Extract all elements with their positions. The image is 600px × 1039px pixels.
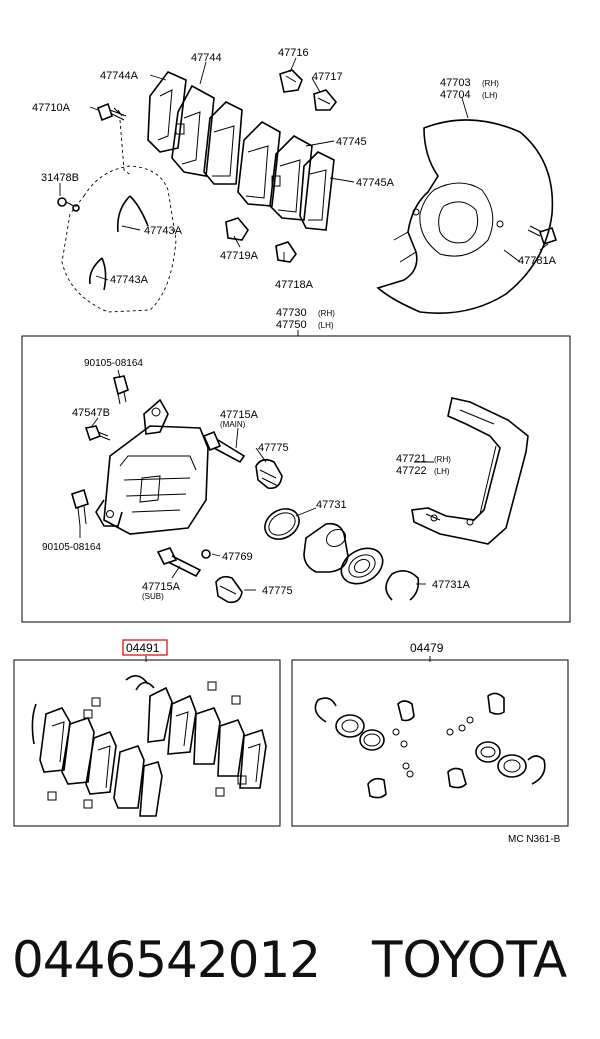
bolt-47710a <box>97 102 113 122</box>
reference-code: MC N361-B <box>508 834 561 845</box>
bolt-47781a <box>538 226 558 246</box>
label-47715a-sub: 47715A <box>142 581 181 593</box>
label-47743a-1: 47743A <box>144 225 183 237</box>
label-47743a-2: 47743A <box>110 274 149 286</box>
seal-kit-contents <box>314 692 546 799</box>
label-47745a: 47745A <box>356 177 395 189</box>
label-47744: 47744 <box>191 52 222 64</box>
anchor-plate-outline <box>61 165 177 313</box>
wire-47743a-1 <box>116 195 149 233</box>
label-47715a-sub-note: (SUB) <box>142 592 164 601</box>
wire-47743a-2 <box>88 257 107 291</box>
label-47704-lh: (LH) <box>482 91 498 100</box>
bolt-31478b <box>57 197 67 207</box>
pad-kit-frame <box>13 659 281 827</box>
label-47721: 47721 <box>396 453 427 465</box>
clip-47716 <box>279 69 303 93</box>
slide-pin-main <box>202 430 222 452</box>
seal-kit-frame <box>291 659 569 827</box>
label-47750-lh: (LH) <box>318 321 334 330</box>
clip-47717 <box>313 89 338 111</box>
slide-pin-sub <box>156 547 178 565</box>
disc-dust-cover <box>376 119 554 314</box>
pad-47744-inner <box>203 101 243 185</box>
caliper-cylinder <box>103 425 209 535</box>
label-47775-1: 47775 <box>258 442 289 454</box>
label-47750: 47750 <box>276 319 307 331</box>
label-47703-rh: (RH) <box>482 79 499 88</box>
label-47715a-main-note: (MAIN) <box>220 420 246 429</box>
pad-47744 <box>171 84 215 177</box>
bleeder-screw-top <box>113 375 129 396</box>
boot-47775-2 <box>215 575 243 604</box>
piston <box>303 522 349 573</box>
boot-47775-1 <box>255 458 283 490</box>
label-47717: 47717 <box>312 71 343 83</box>
label-47722: 47722 <box>396 465 427 477</box>
label-47703: 47703 <box>440 77 471 89</box>
label-47715a-main: 47715A <box>220 409 259 421</box>
bushing-47769 <box>201 549 211 559</box>
label-47704: 47704 <box>440 89 471 101</box>
label-47730: 47730 <box>276 307 307 319</box>
brand-name: TOYOTA <box>372 931 568 989</box>
pad-47745 <box>237 121 281 207</box>
label-47710a: 47710A <box>32 102 71 114</box>
clip-47719a <box>225 217 249 241</box>
part-number: 0446542012 <box>12 931 321 989</box>
cap-47547b <box>84 425 102 442</box>
footer: 0446542012 TOYOTA <box>0 925 600 995</box>
set-ring <box>385 570 420 601</box>
label-04491: 04491 <box>126 641 160 655</box>
shim-47744a <box>147 71 187 153</box>
label-47731a: 47731A <box>432 579 471 591</box>
label-47744a: 47744A <box>100 70 139 82</box>
label-47547b: 47547B <box>72 407 110 419</box>
shim-47745a <box>299 151 335 231</box>
label-47719a: 47719A <box>220 250 259 262</box>
label-31478b: 31478B <box>41 172 79 184</box>
brake-parts-diagram: 47744A 47744 47710A 47716 47717 47703 (R… <box>13 47 571 845</box>
label-47769: 47769 <box>222 551 253 563</box>
label-04479: 04479 <box>410 641 444 655</box>
bolt-bottom <box>71 488 89 510</box>
piston-seal <box>264 508 300 540</box>
piston-boot <box>340 547 384 585</box>
label-47721-rh: (RH) <box>434 455 451 464</box>
label-47716: 47716 <box>278 47 309 59</box>
clip-47718a <box>275 241 297 263</box>
mounting-bracket <box>411 397 529 545</box>
highlight-box-04491 <box>122 639 168 656</box>
label-90105-bottom: 90105-08164 <box>42 542 101 553</box>
label-47781a: 47781A <box>518 255 557 267</box>
label-90105-top: 90105-08164 <box>84 358 143 369</box>
label-47722-lh: (LH) <box>434 467 450 476</box>
label-47730-rh: (RH) <box>318 309 335 318</box>
label-47775-2: 47775 <box>262 585 293 597</box>
label-47718a: 47718A <box>275 279 314 291</box>
label-47731: 47731 <box>316 499 347 511</box>
label-47745: 47745 <box>336 136 367 148</box>
pad-kit-contents <box>31 675 267 817</box>
pad-47745-inner <box>269 135 313 221</box>
caliper-assembly-frame <box>21 335 571 623</box>
